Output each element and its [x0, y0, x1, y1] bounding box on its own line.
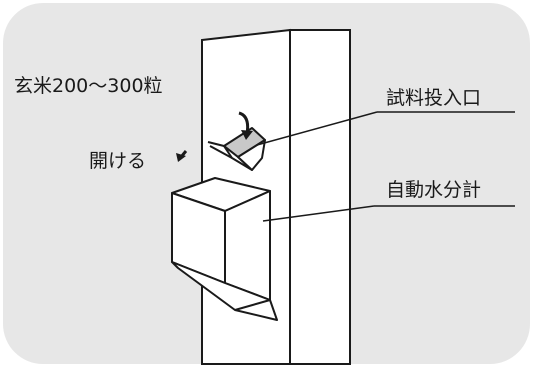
insert-arrow-icon: [238, 111, 253, 140]
moisture-meter-label: 自動水分計: [386, 179, 481, 201]
sample-inlet-leader: [256, 111, 515, 146]
sample-amount-label: 玄米200～300粒: [14, 75, 163, 97]
open-arrow-icon: [176, 150, 188, 162]
open-label: 開ける: [89, 150, 146, 172]
moisture-meter-leader: [262, 205, 515, 222]
sample-inlet-flap: [207, 127, 266, 171]
moisture-meter-box: [171, 177, 278, 321]
sample-inlet-label: 試料投入口: [386, 87, 481, 109]
